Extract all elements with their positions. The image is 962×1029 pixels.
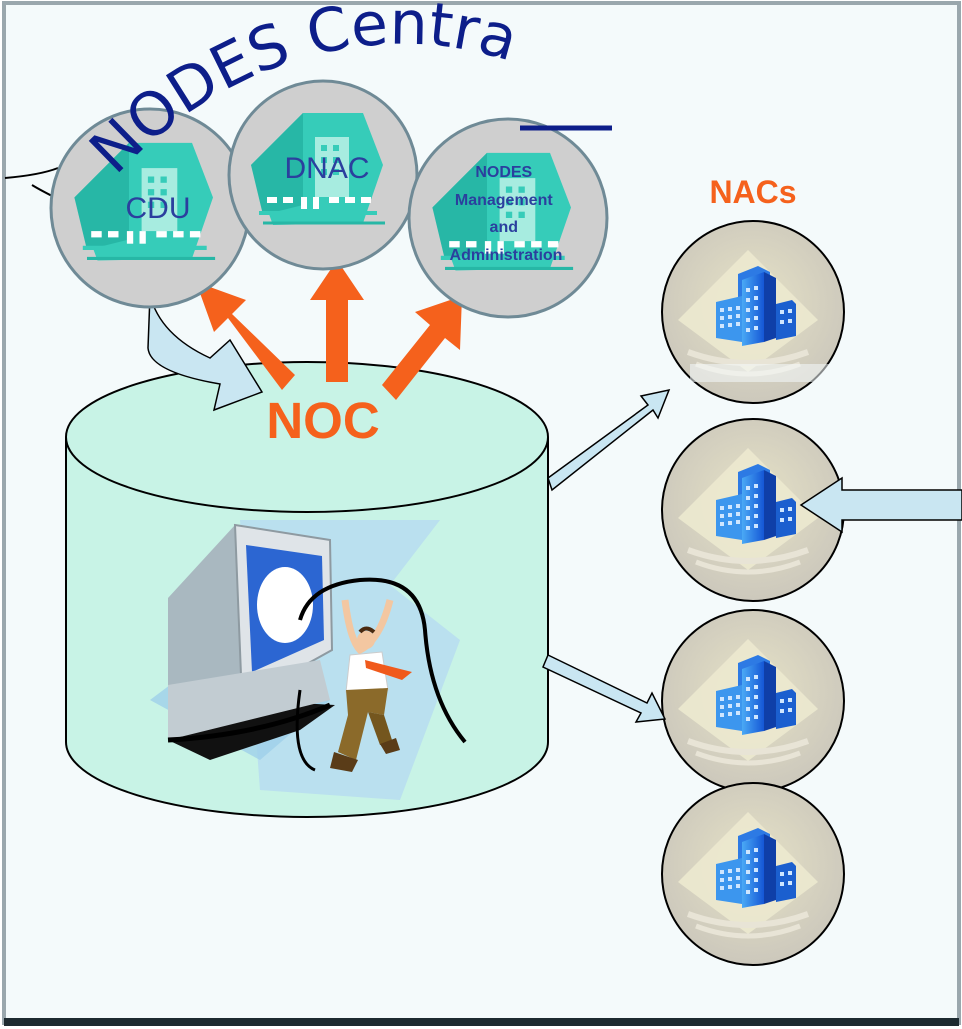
nac-node-1	[661, 220, 845, 404]
noc-orange-arrows	[196, 260, 462, 400]
noc-to-nac3-arrow	[542, 653, 667, 723]
nac-node-4	[661, 782, 845, 966]
central-node-management: NODES Management and Administration	[407, 117, 609, 319]
noc-operator-illustration	[150, 520, 467, 800]
management-label: NODES Management and Administration	[450, 164, 563, 264]
noc-to-nac1-arrow	[547, 388, 671, 492]
cdu-label: CDU	[126, 192, 191, 225]
dnac-label: DNAC	[284, 152, 369, 185]
noc-label: NOC	[266, 392, 379, 449]
central-node-dnac: DNAC	[227, 79, 419, 271]
cdu-to-noc-arrow	[147, 294, 264, 412]
nac-node-3	[661, 609, 845, 793]
bottom-frame-shadow	[4, 1018, 959, 1026]
noc-cylinder	[65, 361, 549, 818]
person-figure	[330, 599, 412, 772]
nacs-label: NACs	[709, 174, 796, 210]
external-to-nac2-arrow	[799, 476, 962, 534]
